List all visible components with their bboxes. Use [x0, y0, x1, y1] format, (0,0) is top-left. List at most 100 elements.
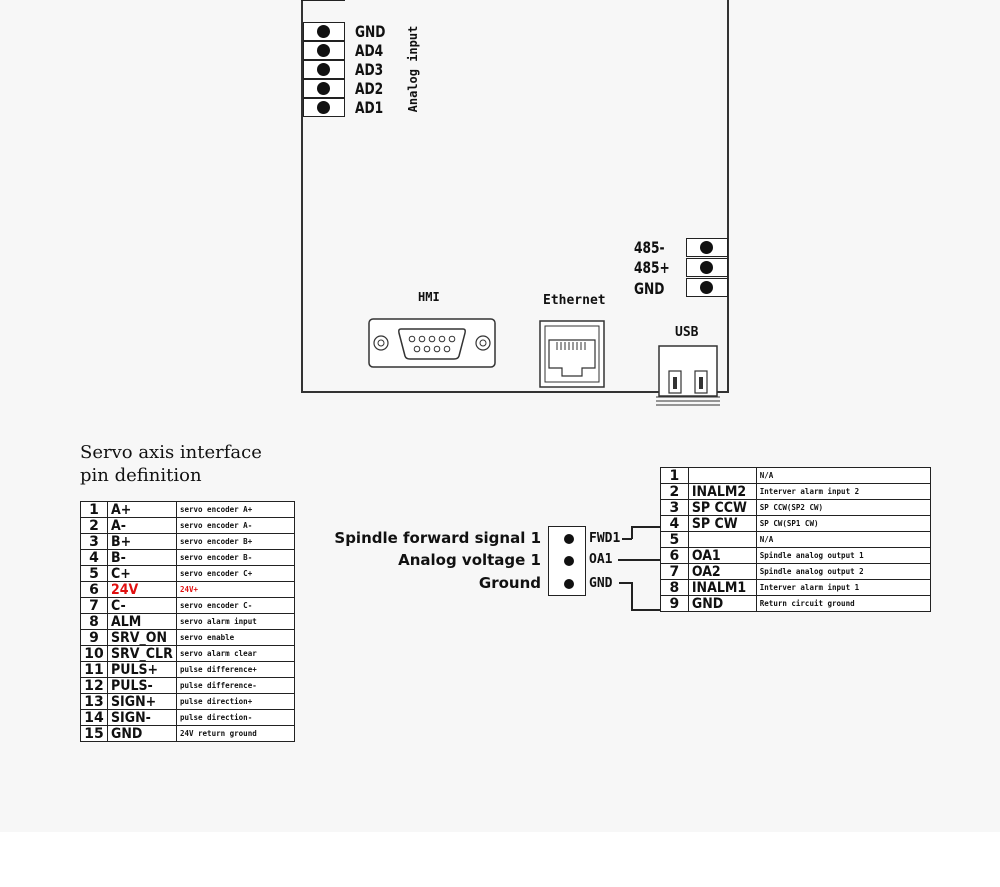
signal-description: servo encoder C-	[175, 597, 296, 614]
pin-number: 9	[660, 595, 689, 612]
pin-number: 8	[660, 579, 689, 596]
pin-number: 5	[660, 531, 689, 548]
spindle-pin-label: FWD1	[589, 531, 621, 546]
usb-label: USB	[675, 325, 699, 340]
wire-gnd	[619, 582, 632, 584]
signal-name: 24V	[106, 581, 177, 598]
pin-label: AD1	[355, 98, 384, 117]
pin-label: AD3	[355, 60, 384, 79]
signal-description: SP CW(SP1 CW)	[755, 515, 932, 532]
signal-description: servo encoder C+	[175, 565, 296, 582]
pin-number: 5	[80, 565, 108, 582]
wire-gnd	[631, 609, 661, 611]
wiring-diagram: GND AD4 AD3 AD2 AD1 Analog input 485- 48…	[80, 0, 932, 742]
signal-name: A+	[106, 501, 177, 518]
pin-number: 3	[660, 499, 689, 516]
terminal-pin-ad4	[303, 41, 345, 60]
servo-title-line1: Servo axis interface	[80, 442, 262, 463]
signal-description: servo encoder A-	[175, 517, 296, 534]
pin-number: 4	[80, 549, 108, 566]
pin-number: 2	[80, 517, 108, 534]
pin-label: 485+	[634, 258, 670, 277]
servo-title-line2: pin definition	[80, 465, 202, 486]
spindle-pin-label: OA1	[589, 552, 613, 567]
pin-number: 14	[80, 709, 108, 726]
pin-number: 1	[660, 467, 689, 484]
wire-fwd1	[631, 526, 633, 539]
signal-name: SP CW	[687, 515, 757, 532]
signal-name: SRV_CLR	[106, 645, 177, 662]
pin-number: 1	[80, 501, 108, 518]
terminal-pin-ad2	[303, 79, 345, 98]
terminal-dot	[564, 579, 574, 589]
pin-number: 6	[80, 581, 108, 598]
signal-name: GND	[106, 725, 177, 742]
pin-label: AD4	[355, 41, 384, 60]
db9-connector-icon	[368, 318, 496, 368]
pin-number: 7	[660, 563, 689, 580]
signal-description: servo alarm input	[175, 613, 296, 630]
pin-label: AD2	[355, 79, 384, 98]
spindle-signal-label: Analog voltage 1	[398, 551, 541, 569]
wire-gnd	[631, 582, 633, 610]
signal-name: PULS+	[106, 661, 177, 678]
pin-label: 485-	[634, 238, 665, 257]
pin-number: 8	[80, 613, 108, 630]
pin-number: 11	[80, 661, 108, 678]
signal-name: PULS-	[106, 677, 177, 694]
signal-description: N/A	[755, 467, 932, 484]
signal-name: C+	[106, 565, 177, 582]
signal-name	[687, 467, 757, 484]
signal-description: pulse direction+	[175, 693, 296, 710]
signal-description: Return circuit ground	[755, 595, 932, 612]
terminal-pin-gnd	[686, 278, 728, 297]
signal-name: INALM1	[687, 579, 757, 596]
signal-description: pulse difference+	[175, 661, 296, 678]
signal-name: SIGN+	[106, 693, 177, 710]
table-row: 1 N/A	[660, 467, 932, 484]
signal-name: ALM	[106, 613, 177, 630]
pin-number: 6	[660, 547, 689, 564]
signal-description: pulse difference-	[175, 677, 296, 694]
pin-number: 12	[80, 677, 108, 694]
terminal-pin-485-minus	[686, 238, 728, 257]
pin-number: 10	[80, 645, 108, 662]
hmi-label: HMI	[418, 290, 440, 304]
signal-description: servo encoder B+	[175, 533, 296, 550]
signal-name: B-	[106, 549, 177, 566]
pin-number: 2	[660, 483, 689, 500]
signal-name: C-	[106, 597, 177, 614]
pin-number: 13	[80, 693, 108, 710]
wire-fwd1	[631, 526, 661, 528]
terminal-pin-ad1	[303, 98, 345, 117]
pin-number: 4	[660, 515, 689, 532]
signal-description: Spindle analog output 2	[755, 563, 932, 580]
signal-name: OA2	[687, 563, 757, 580]
pin-number: 7	[80, 597, 108, 614]
terminal-dot	[564, 534, 574, 544]
spindle-pin-label: GND	[589, 576, 613, 591]
usb-connector-icon	[656, 345, 720, 406]
signal-description: 24V+	[175, 581, 296, 598]
terminal-pin-485-plus	[686, 258, 728, 277]
signal-name: B+	[106, 533, 177, 550]
pin-number: 9	[80, 629, 108, 646]
